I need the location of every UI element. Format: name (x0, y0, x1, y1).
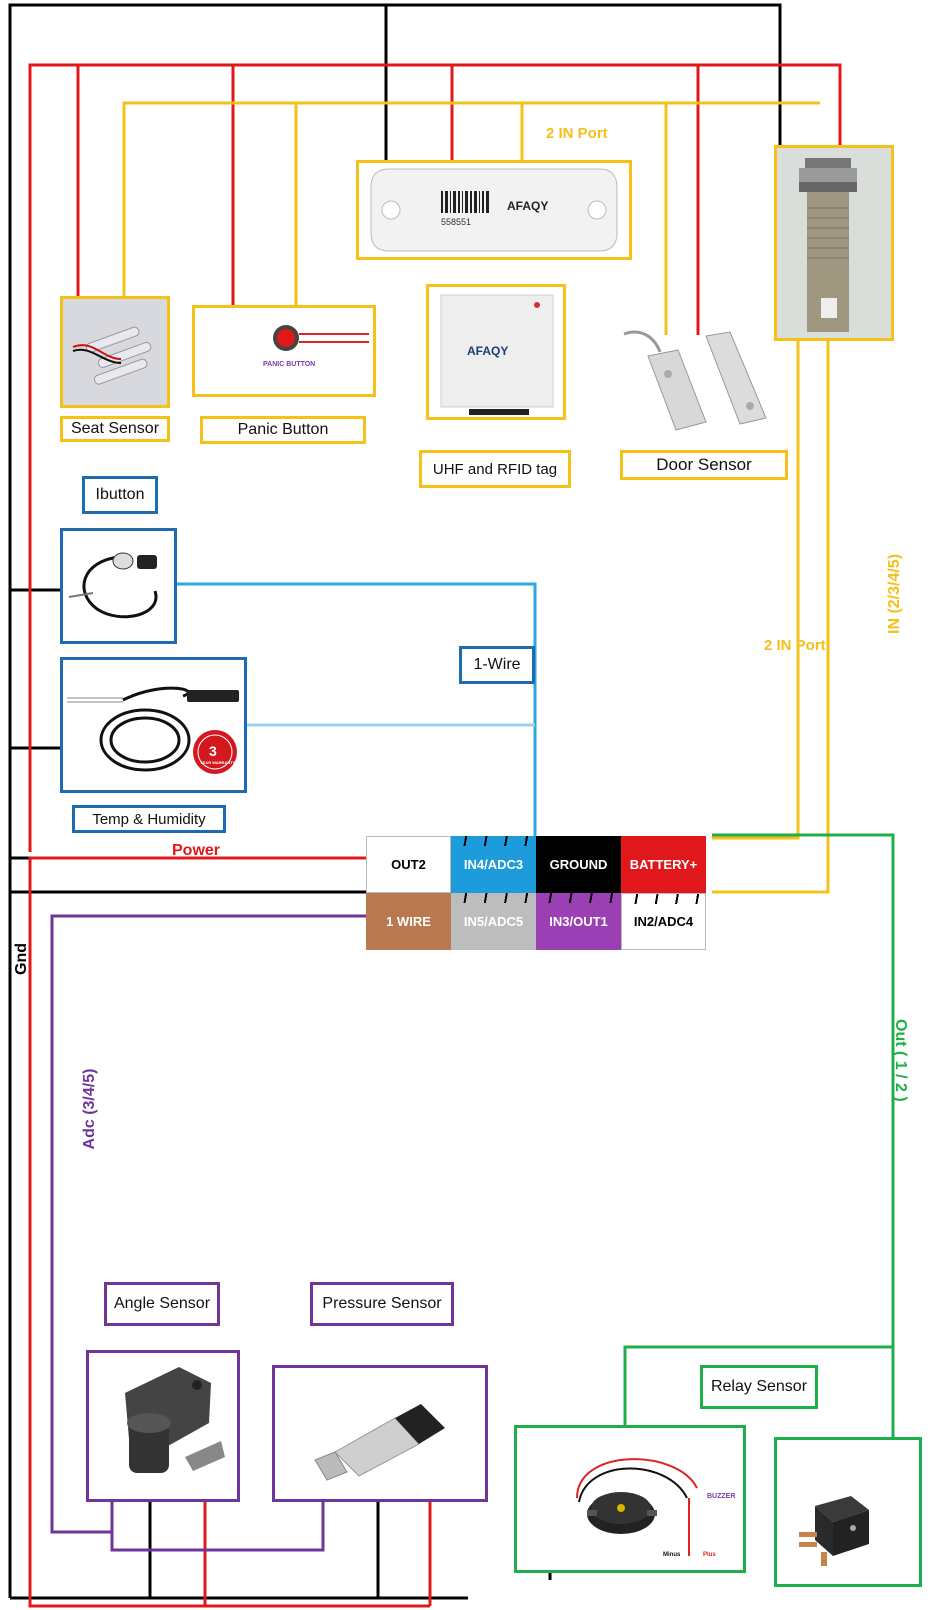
panic-button-caption: PANIC BUTTON (263, 361, 315, 368)
terminal-in5-adc5: IN5/ADC5 (451, 893, 536, 950)
terminal-in2-adc4: IN2/ADC4 (621, 893, 706, 950)
one-wire-label: 1-Wire (459, 646, 535, 684)
relay-image (774, 1437, 922, 1587)
gnd-vertical-label: Gnd (13, 943, 30, 975)
angle-sensor-image (86, 1350, 240, 1502)
out-vertical-label: Out ( 1 / 2 ) (892, 1019, 909, 1102)
warranty-badge-text: YEAR WARRANTY (200, 760, 236, 765)
in-vertical-label: IN (2/3/4/5) (886, 553, 903, 634)
angle-sensor-label: Angle Sensor (104, 1282, 220, 1326)
in-port-top-label: 2 IN Port (546, 125, 608, 142)
temp-humidity-label: Temp & Humidity (72, 805, 226, 833)
panic-button-label: Panic Button (200, 416, 366, 444)
power-label: Power (172, 842, 221, 859)
seat-sensor-label: Seat Sensor (60, 416, 170, 442)
ibutton-image (60, 528, 177, 644)
adc-wires (50, 914, 366, 1552)
tag-serial: 558551 (441, 217, 471, 227)
input-wires (122, 101, 830, 894)
buzzer-plus: Plus (703, 1552, 716, 1558)
ibutton-label: Ibutton (82, 476, 158, 514)
terminal-out2: OUT2 (366, 836, 451, 893)
power-wires (28, 63, 842, 1608)
temp-humidity-image: 3 YEAR WARRANTY (60, 657, 247, 793)
relay-sensor-label: Relay Sensor (700, 1365, 818, 1409)
reader-brand: AFAQY (467, 344, 508, 358)
buzzer-caption: BUZZER (707, 1493, 735, 1500)
door-sensor-image (620, 326, 770, 436)
tag-brand: AFAQY (507, 199, 548, 213)
pressure-sensor-image (272, 1365, 488, 1502)
uhf-rfid-reader-image: AFAQY (426, 284, 566, 420)
output-wires (623, 833, 895, 1437)
proximity-sensor-image (774, 145, 894, 341)
afaqy-tag-device: 558551 AFAQY (356, 160, 632, 260)
pressure-sensor-label: Pressure Sensor (310, 1282, 454, 1326)
in-port-right-label: 2 IN Port (764, 637, 826, 654)
adc-vertical-label: Adc (3/4/5) (81, 1068, 98, 1150)
terminal-block: OUT2 IN4/ADC3 GROUND BATTERY+ 1 WIRE IN5… (366, 836, 706, 950)
uhf-rfid-label: UHF and RFID tag (419, 450, 571, 488)
panic-button-image: PANIC BUTTON (192, 305, 376, 397)
buzzer-minus: Minus (663, 1552, 681, 1558)
warranty-badge-number: 3 (209, 743, 217, 759)
door-sensor-label: Door Sensor (620, 450, 788, 480)
terminal-in4-adc3: IN4/ADC3 (451, 836, 536, 893)
terminal-ground: GROUND (536, 836, 621, 893)
seat-sensor-image (60, 296, 170, 408)
one-wire-wires (176, 582, 537, 836)
terminal-battery: BATTERY+ (621, 836, 706, 893)
buzzer-image: BUZZER Minus Plus (514, 1425, 746, 1573)
terminal-1-wire: 1 WIRE (366, 893, 451, 950)
terminal-in3-out1: IN3/OUT1 (536, 893, 621, 950)
